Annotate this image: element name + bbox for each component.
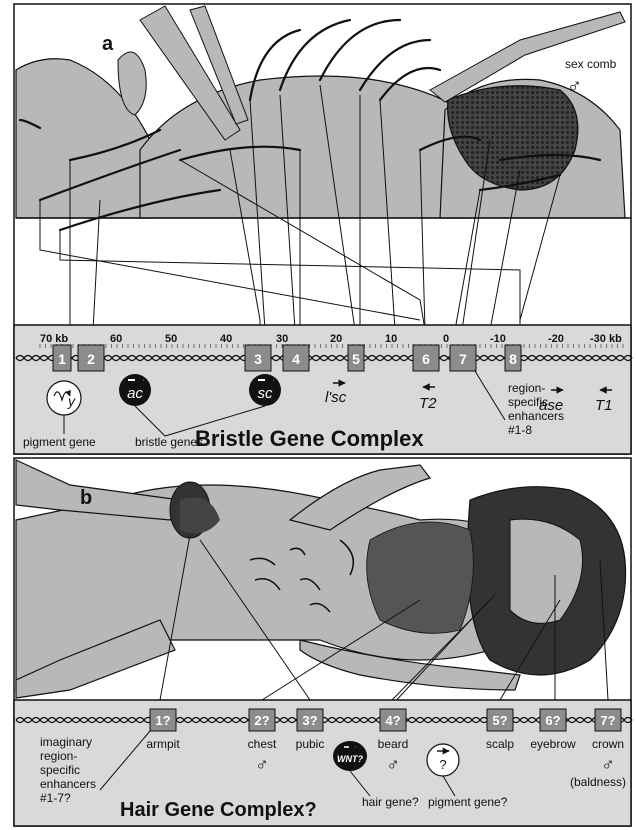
pigment-gene-label-a: pigment gene bbox=[23, 435, 96, 449]
kb-tick-20: 20 bbox=[330, 333, 342, 345]
hair-enhancer-4: 4? bbox=[380, 709, 406, 731]
svg-text:6: 6 bbox=[422, 351, 430, 367]
bristle-genes-label: bristle genes bbox=[135, 435, 203, 449]
svg-text:2?: 2? bbox=[254, 713, 269, 728]
y-gene: y bbox=[47, 381, 81, 415]
pigment-gene-symbol: ? bbox=[439, 757, 446, 772]
region-beard: beard bbox=[378, 737, 409, 751]
region-armpit: armpit bbox=[146, 737, 180, 751]
panel-b: b 1? 2? 3? 4? 5? 6? 7? armpit chest pubi bbox=[14, 458, 632, 826]
t2-gene-label: T2 bbox=[419, 395, 437, 412]
hair-gene-label: hair gene? bbox=[362, 795, 419, 809]
svg-text:region-: region- bbox=[508, 381, 545, 395]
hair-enhancer-2: 2? bbox=[249, 709, 275, 731]
kb-tick-60: 60 bbox=[110, 333, 122, 345]
male-symbol-beard: ♂ bbox=[386, 754, 400, 774]
hair-enhancer-1: 1? bbox=[150, 709, 176, 731]
panel-b-label: b bbox=[80, 487, 92, 509]
region-eyebrow: eyebrow bbox=[530, 737, 576, 751]
panel-a: a sex comb ♂ 70 kb 60 bbox=[14, 4, 632, 454]
region-scalp: scalp bbox=[486, 737, 514, 751]
svg-text:1: 1 bbox=[58, 351, 66, 367]
svg-text:#1-8: #1-8 bbox=[508, 423, 532, 437]
enhancer-1: 1 bbox=[53, 345, 71, 371]
sc-gene-label: sc bbox=[258, 385, 274, 402]
kb-tick-10: 10 bbox=[385, 333, 397, 345]
svg-text:1?: 1? bbox=[155, 713, 170, 728]
hair-enhancer-3: 3? bbox=[297, 709, 323, 731]
y-gene-label: y bbox=[67, 393, 76, 409]
svg-text:5?: 5? bbox=[492, 713, 507, 728]
male-symbol-a: ♂ bbox=[567, 75, 582, 97]
region-crown: crown bbox=[592, 737, 624, 751]
t1-gene-label: T1 bbox=[595, 397, 613, 414]
man-chest-hair bbox=[367, 522, 474, 633]
svg-text:5: 5 bbox=[352, 351, 360, 367]
svg-text:2: 2 bbox=[87, 351, 95, 367]
kb-tick-70: 70 kb bbox=[40, 333, 68, 345]
svg-text:enhancers: enhancers bbox=[508, 409, 564, 423]
kb-tick-30: 30 bbox=[276, 333, 288, 345]
svg-text:8: 8 bbox=[509, 351, 517, 367]
kb-tick-50: 50 bbox=[165, 333, 177, 345]
enhancer-7: 7 bbox=[450, 345, 476, 371]
wnt-gene: WNT? bbox=[333, 741, 367, 771]
male-symbol-chest: ♂ bbox=[255, 754, 269, 774]
region-chest: chest bbox=[248, 737, 277, 751]
enhancer-6: 6 bbox=[413, 345, 439, 371]
svg-text:enhancers: enhancers bbox=[40, 777, 96, 791]
region-pubic: pubic bbox=[296, 737, 325, 751]
svg-text:4: 4 bbox=[292, 351, 300, 367]
svg-text:3?: 3? bbox=[302, 713, 317, 728]
enhancer-8: 8 bbox=[505, 345, 521, 371]
ac-gene-label: ac bbox=[127, 385, 143, 402]
hair-enhancer-6: 6? bbox=[540, 709, 566, 731]
svg-text:3: 3 bbox=[254, 351, 262, 367]
svg-text:7?: 7? bbox=[600, 713, 615, 728]
kb-tick-40: 40 bbox=[220, 333, 232, 345]
kb-tick-minus20: -20 bbox=[548, 333, 564, 345]
svg-text:imaginary: imaginary bbox=[40, 735, 92, 749]
wnt-gene-label: WNT? bbox=[337, 754, 363, 764]
bristle-complex-title: Bristle Gene Complex bbox=[195, 426, 424, 451]
svg-text:specific: specific bbox=[508, 395, 548, 409]
hair-enhancer-7: 7? bbox=[595, 709, 621, 731]
svg-text:#1-7?: #1-7? bbox=[40, 791, 71, 805]
svg-text:4?: 4? bbox=[385, 713, 400, 728]
kb-tick-0: 0 bbox=[443, 333, 449, 345]
baldness-label: (baldness) bbox=[570, 775, 626, 789]
kb-tick-minus30: -30 kb bbox=[590, 333, 622, 345]
sc-gene: sc bbox=[249, 374, 281, 406]
sex-comb-label: sex comb bbox=[565, 57, 617, 71]
enhancer-5: 5 bbox=[348, 345, 364, 371]
svg-text:6?: 6? bbox=[545, 713, 560, 728]
pigment-gene-b: ? bbox=[427, 744, 459, 776]
male-symbol-crown: ♂ bbox=[601, 754, 615, 774]
pigment-gene-label-b: pigment gene? bbox=[428, 795, 508, 809]
y-gene-circle bbox=[47, 381, 81, 415]
enhancer-4: 4 bbox=[283, 345, 309, 371]
enhancer-3: 3 bbox=[245, 345, 271, 371]
svg-text:specific: specific bbox=[40, 763, 80, 777]
svg-text:7: 7 bbox=[459, 351, 467, 367]
panel-a-label: a bbox=[102, 33, 114, 55]
enhancer-2: 2 bbox=[78, 345, 104, 371]
svg-text:region-: region- bbox=[40, 749, 77, 763]
hair-enhancer-5: 5? bbox=[487, 709, 513, 731]
kb-tick-minus10: -10 bbox=[490, 333, 506, 345]
ac-gene: ac bbox=[119, 374, 151, 406]
hair-complex-title: Hair Gene Complex? bbox=[120, 799, 317, 821]
lsc-gene-label: l'sc bbox=[325, 389, 347, 406]
